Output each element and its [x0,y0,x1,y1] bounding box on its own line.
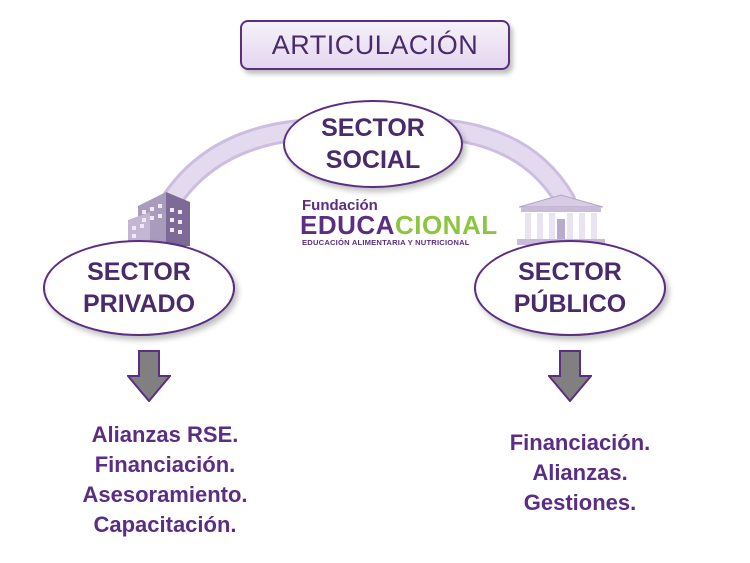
government-building-icon [517,194,605,245]
sector-social-node: SECTOR SOCIAL [283,100,463,188]
down-arrow-icon [127,350,171,402]
privado-benefits-list: Alianzas RSE. Financiación. Asesoramient… [40,420,290,540]
publico-benefits-list: Financiación. Alianzas. Gestiones. [470,428,690,518]
office-building-icon [128,192,190,246]
logo-crescent-icon [273,203,296,241]
list-item: Capacitación. [93,512,237,537]
sector-publico-node: SECTOR PÚBLICO [474,240,666,336]
logo-name-part1: EDUCA [300,210,395,240]
sector-privado-node: SECTOR PRIVADO [43,240,235,336]
list-item: Alianzas. [532,460,628,485]
logo-name: EDUCACIONAL [300,210,498,241]
down-arrow-icon [548,350,592,402]
sector-publico-line1: SECTOR [518,258,622,286]
sector-social-line2: SOCIAL [325,146,421,174]
sector-privado-line1: SECTOR [87,258,191,286]
logo-fundacion-text: Fundación [302,197,378,214]
list-item: Asesoramiento. [82,482,248,507]
fundacion-educacional-logo: Fundación EDUCACIONAL EDUCACIÓN ALIMENTA… [270,197,497,249]
sector-publico-line2: PÚBLICO [513,290,627,318]
list-item: Alianzas RSE. [91,422,239,447]
list-item: Financiación. [509,430,651,455]
diagram-title: ARTICULACIÓN [240,20,510,70]
list-item: Gestiones. [523,490,637,515]
sector-privado-line2: PRIVADO [82,290,196,318]
sector-social-line1: SECTOR [321,114,425,142]
logo-tagline: EDUCACIÓN ALIMENTARIA Y NUTRICIONAL [302,238,470,247]
logo-name-part2: CIONAL [394,210,498,240]
list-item: Financiación. [94,452,236,477]
